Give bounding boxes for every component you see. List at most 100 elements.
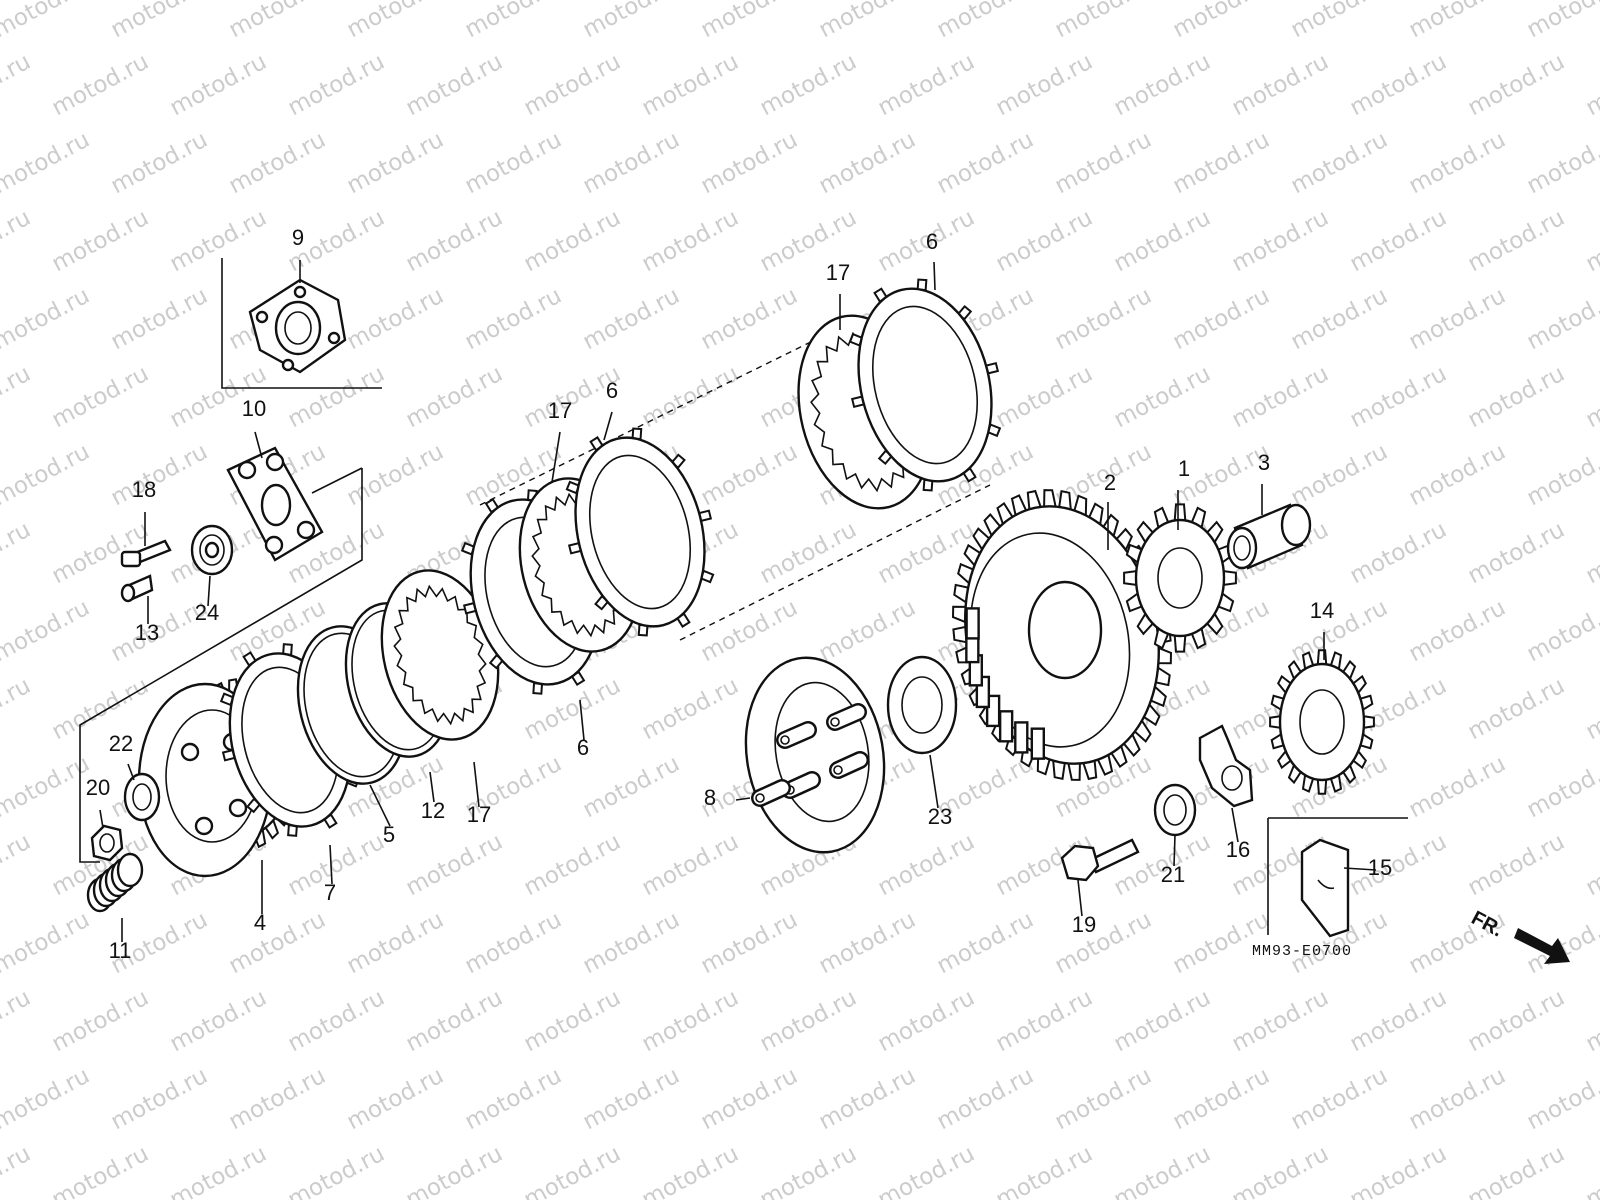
watermark-text: motod.ru bbox=[48, 361, 153, 433]
watermark-text: motod.ru bbox=[1582, 49, 1600, 121]
watermark-text: motod.ru bbox=[579, 751, 684, 823]
callout-label: 22 bbox=[109, 731, 133, 756]
watermark-text: motod.ru bbox=[1464, 361, 1569, 433]
watermark-text: motod.ru bbox=[1051, 0, 1156, 43]
watermark-text: motod.ru bbox=[756, 985, 861, 1057]
watermark-text: motod.ru bbox=[48, 673, 153, 745]
watermark-text: motod.ru bbox=[1523, 595, 1600, 667]
watermark-text: motod.ru bbox=[1464, 49, 1569, 121]
watermark-text: motod.ru bbox=[343, 283, 448, 355]
watermark-text: motod.ru bbox=[1346, 517, 1451, 589]
watermark-text: motod.ru bbox=[1405, 1063, 1510, 1135]
watermark-text: motod.ru bbox=[638, 985, 743, 1057]
callout-leader bbox=[933, 261, 936, 291]
watermark-text: motod.ru bbox=[0, 907, 94, 979]
callout-leaders bbox=[99, 260, 1377, 942]
watermark-text: motod.ru bbox=[1464, 829, 1569, 901]
watermark-text: motod.ru bbox=[1523, 1063, 1600, 1135]
watermark-text: motod.ru bbox=[1405, 0, 1510, 43]
watermark-text: motod.ru bbox=[1287, 1063, 1392, 1135]
watermark-text: motod.ru bbox=[992, 361, 1097, 433]
callout-label: 16 bbox=[1226, 837, 1250, 862]
callout-leader bbox=[1231, 807, 1239, 843]
watermark-text: motod.ru bbox=[1051, 907, 1156, 979]
watermark-text: motod.ru bbox=[402, 49, 507, 121]
callout-label: 4 bbox=[254, 910, 266, 935]
watermark-text: motod.ru bbox=[107, 439, 212, 511]
watermark-text: motod.ru bbox=[520, 1141, 625, 1200]
part-1-drive-sprocket bbox=[1123, 503, 1237, 653]
watermark-text: motod.ru bbox=[166, 985, 271, 1057]
watermark-text: motod.ru bbox=[1582, 205, 1600, 277]
watermark-text: motod.ru bbox=[1110, 985, 1215, 1057]
watermark-text: motod.ru bbox=[48, 985, 153, 1057]
watermark-text: motod.ru bbox=[0, 829, 35, 901]
watermark-text: motod.ru bbox=[697, 439, 802, 511]
watermark-text: motod.ru bbox=[48, 1141, 153, 1200]
watermark-text: motod.ru bbox=[1287, 127, 1392, 199]
watermark-text: motod.ru bbox=[638, 1141, 743, 1200]
watermark-text: motod.ru bbox=[992, 205, 1097, 277]
watermark-text: motod.ru bbox=[756, 49, 861, 121]
callout-label: 5 bbox=[383, 822, 395, 847]
watermark-text: motod.ru bbox=[1110, 205, 1215, 277]
watermark-text: motod.ru bbox=[992, 985, 1097, 1057]
watermark-text: motod.ru bbox=[1582, 985, 1600, 1057]
callout-label: 7 bbox=[324, 880, 336, 905]
bracket-part-9 bbox=[221, 258, 382, 389]
watermark-text: motod.ru bbox=[933, 127, 1038, 199]
callout-leader bbox=[369, 784, 391, 827]
watermark-text: motod.ru bbox=[402, 1141, 507, 1200]
watermark-text: motod.ru bbox=[1169, 1063, 1274, 1135]
callout-leader bbox=[127, 763, 135, 781]
watermark-text: motod.ru bbox=[1582, 361, 1600, 433]
watermark-text: motod.ru bbox=[0, 361, 35, 433]
watermark-text: motod.ru bbox=[0, 1141, 35, 1200]
part-15-lock-plate bbox=[1300, 838, 1350, 938]
watermark-text: motod.ru bbox=[343, 127, 448, 199]
callout-leader bbox=[735, 797, 751, 801]
watermark-text: motod.ru bbox=[579, 907, 684, 979]
watermark-text: motod.ru bbox=[284, 1141, 389, 1200]
watermark-text: motod.ru bbox=[1582, 1141, 1600, 1200]
watermark-text: motod.ru bbox=[579, 127, 684, 199]
watermark-text: motod.ru bbox=[166, 205, 271, 277]
fr-arrow-icon bbox=[1514, 928, 1570, 964]
part-8-clutch-center bbox=[744, 656, 886, 854]
watermark-text: motod.ru bbox=[402, 361, 507, 433]
callout-label: 15 bbox=[1368, 855, 1392, 880]
watermark-text: motod.ru bbox=[992, 1141, 1097, 1200]
watermark-text: motod.ru bbox=[1228, 985, 1333, 1057]
callout-label: 18 bbox=[132, 477, 156, 502]
watermark-text: motod.ru bbox=[0, 985, 35, 1057]
watermark-text: motod.ru bbox=[1464, 205, 1569, 277]
watermark-text: motod.ru bbox=[0, 49, 35, 121]
watermark-text: motod.ru bbox=[1523, 0, 1600, 43]
watermark-text: motod.ru bbox=[815, 0, 920, 43]
callout-label: 11 bbox=[109, 938, 132, 963]
watermark-text: motod.ru bbox=[48, 205, 153, 277]
watermark-text: motod.ru bbox=[0, 283, 94, 355]
watermark-text: motod.ru bbox=[225, 0, 330, 43]
watermark-text: motod.ru bbox=[697, 0, 802, 43]
bracket-top-stub bbox=[311, 467, 363, 494]
watermark-text: motod.ru bbox=[402, 829, 507, 901]
watermark-text: motod.ru bbox=[1346, 829, 1451, 901]
callout-leader bbox=[1173, 834, 1176, 867]
watermark-text: motod.ru bbox=[0, 517, 35, 589]
callout-label: 13 bbox=[135, 620, 159, 645]
watermark-text: motod.ru bbox=[402, 205, 507, 277]
watermark-text: motod.ru bbox=[1346, 205, 1451, 277]
watermark-text: motod.ru bbox=[874, 1141, 979, 1200]
callout-label: 23 bbox=[928, 804, 952, 829]
part-24-bearing bbox=[190, 524, 234, 576]
watermark-text: motod.ru bbox=[343, 1063, 448, 1135]
callout-leader bbox=[254, 431, 263, 459]
callout-label: 6 bbox=[926, 229, 938, 254]
watermark-text: motod.ru bbox=[284, 829, 389, 901]
watermark-text: motod.ru bbox=[48, 49, 153, 121]
part-6-friction-disc-b bbox=[565, 427, 715, 637]
part-23-thrust-washer bbox=[886, 655, 958, 755]
watermark-text: motod.ru bbox=[520, 829, 625, 901]
